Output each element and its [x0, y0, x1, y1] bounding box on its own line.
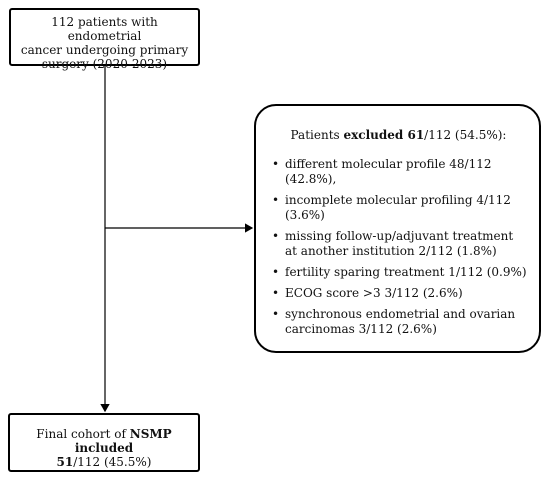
exclusion-title-suffix: /112 (54.5%): [424, 128, 507, 142]
exclusion-item: synchronous endometrial and ovarian carc… [270, 307, 527, 337]
exclusion-item: different molecular profile 48/112 (42.8… [270, 157, 527, 187]
enrollment-box: 112 patients with endometrial cancer und… [9, 8, 200, 71]
exclusion-title-bold: excluded 61 [343, 128, 425, 142]
final-cohort-box: Final cohort of NSMP included 51/112 (45… [8, 413, 200, 472]
exclusion-title-prefix: Patients [290, 128, 344, 142]
final-cohort-line-1: Final cohort of NSMP included [16, 427, 192, 455]
exclusion-item: missing follow-up/adjuvant treatment at … [270, 229, 527, 259]
exclusion-item: fertility sparing treatment 1/112 (0.9%) [270, 265, 527, 280]
final-cohort-suffix: /112 (45.5%) [73, 455, 152, 469]
exclusion-box: Patients excluded 61/112 (54.5%): differ… [254, 104, 541, 353]
final-cohort-bold: NSMP included [74, 427, 172, 455]
final-cohort-prefix: Final cohort of [36, 427, 130, 441]
final-cohort-count: 51 [56, 455, 74, 469]
enrollment-line-3: surgery (2020-2023) [41, 57, 168, 71]
final-cohort-line-2: 51/112 (45.5%) [16, 455, 192, 469]
exclusion-item: ECOG score >3 3/112 (2.6%) [270, 286, 527, 301]
exclusion-title: Patients excluded 61/112 (54.5%): [270, 128, 527, 143]
exclusion-list: different molecular profile 48/112 (42.8… [270, 157, 527, 337]
enrollment-line-1: 112 patients with endometrial [51, 15, 158, 43]
exclusion-item: incomplete molecular profiling 4/112 (3.… [270, 193, 527, 223]
enrollment-line-2: cancer undergoing primary [20, 43, 189, 57]
